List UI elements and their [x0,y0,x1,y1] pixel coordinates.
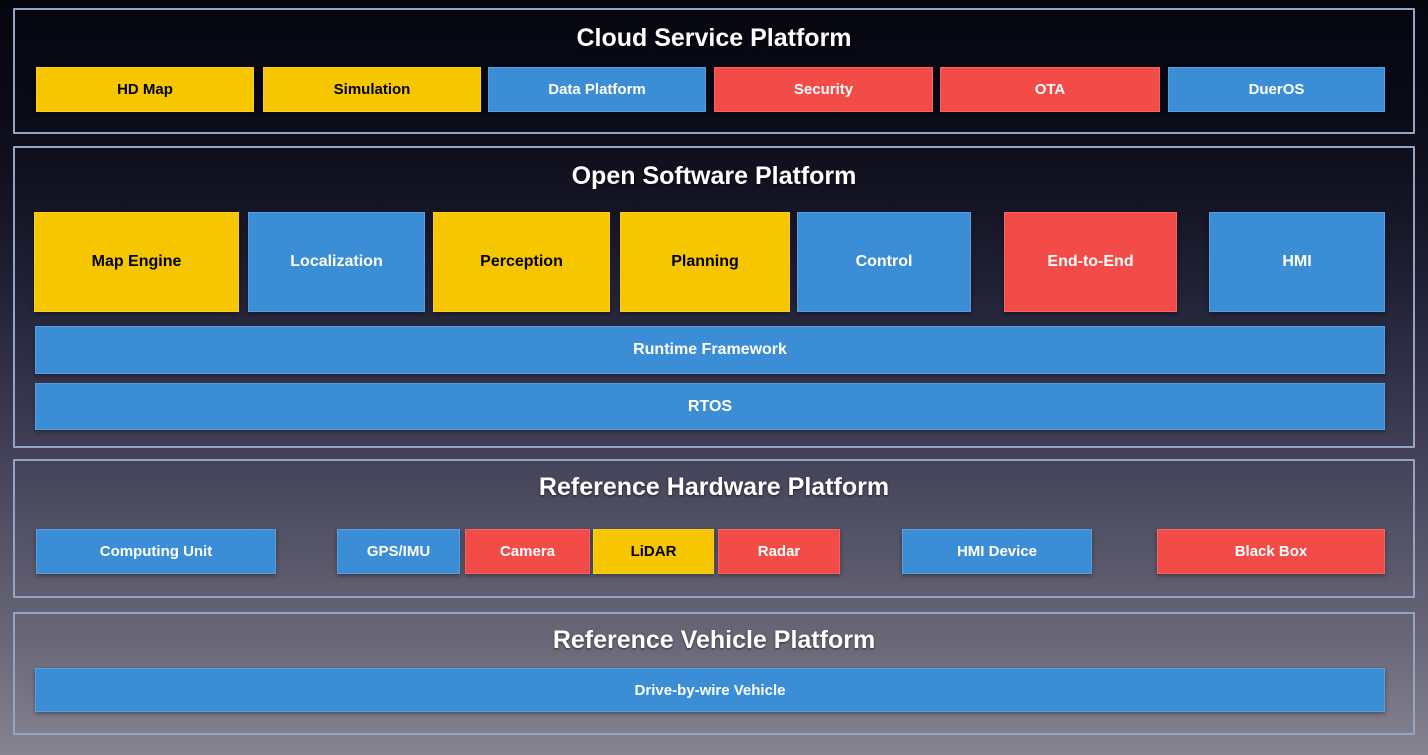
block-hmi: HMI [1209,212,1385,312]
block-data-platform: Data Platform [488,67,706,112]
block-control: Control [797,212,971,312]
section-open-software-platform: Open Software Platform Map Engine Locali… [13,146,1415,448]
block-perception: Perception [433,212,610,312]
block-lidar: LiDAR [593,529,714,574]
bar-drive-by-wire-vehicle: Drive-by-wire Vehicle [35,668,1385,712]
block-computing-unit: Computing Unit [36,529,276,574]
block-planning: Planning [620,212,790,312]
block-hd-map: HD Map [36,67,254,112]
section-reference-vehicle-platform: Reference Vehicle Platform Drive-by-wire… [13,612,1415,735]
section-title-open-software-platform: Open Software Platform [571,162,857,190]
block-security: Security [714,67,933,112]
block-black-box: Black Box [1157,529,1385,574]
block-dueros: DuerOS [1168,67,1385,112]
block-radar: Radar [718,529,840,574]
section-reference-hardware-platform: Reference Hardware Platform Computing Un… [13,459,1415,598]
block-camera: Camera [465,529,590,574]
block-localization: Localization [248,212,425,312]
block-simulation: Simulation [263,67,481,112]
section-cloud-service-platform: Cloud Service Platform HD Map Simulation… [13,8,1415,134]
section-title-cloud-service-platform: Cloud Service Platform [576,24,852,52]
block-gps-imu: GPS/IMU [337,529,460,574]
block-map-engine: Map Engine [34,212,239,312]
block-end-to-end: End-to-End [1004,212,1177,312]
section-title-reference-vehicle-platform: Reference Vehicle Platform [552,626,876,654]
bar-runtime-framework: Runtime Framework [35,326,1385,374]
bar-rtos: RTOS [35,383,1385,430]
section-title-reference-hardware-platform: Reference Hardware Platform [538,473,890,501]
block-ota: OTA [940,67,1160,112]
block-hmi-device: HMI Device [902,529,1092,574]
